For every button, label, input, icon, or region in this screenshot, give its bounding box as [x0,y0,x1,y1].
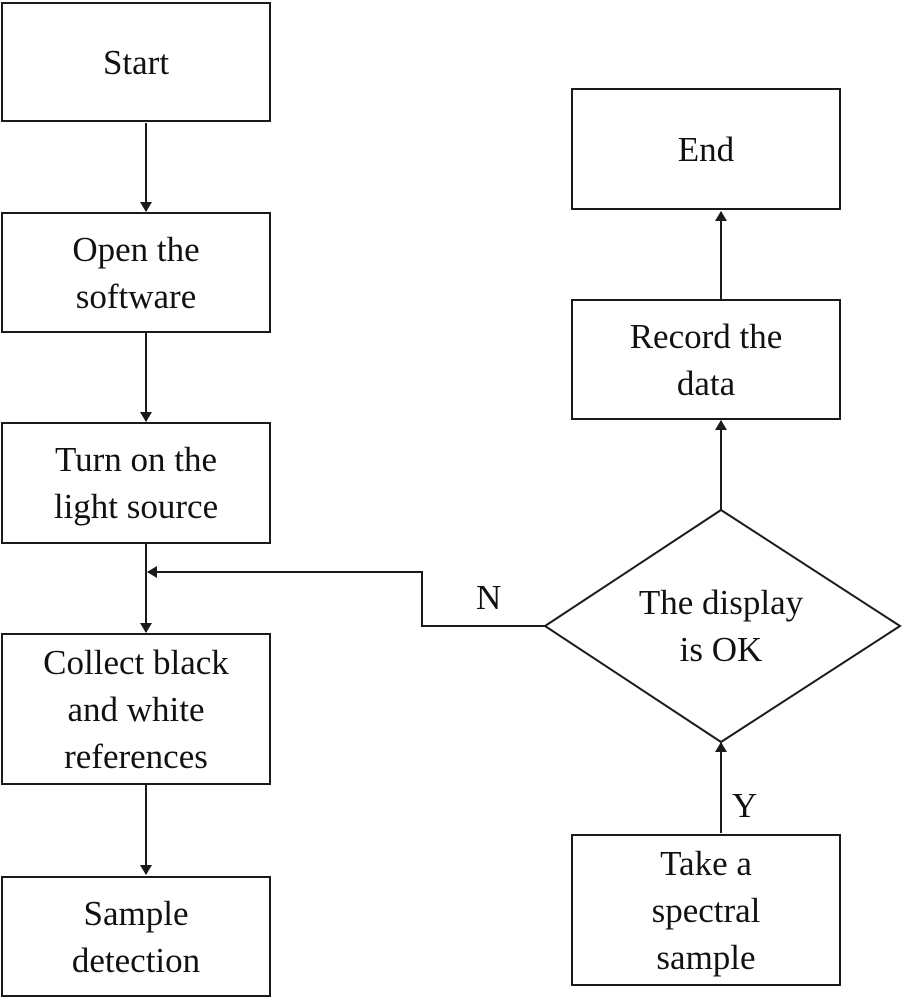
record-data-label: Record the data [629,316,783,403]
light-source-box: Turn on the light source [1,422,271,544]
take-sample-box: Take a spectral sample [571,834,841,986]
start-box: Start [1,2,271,122]
record-data-box: Record the data [571,299,841,420]
decision-diamond [543,508,902,744]
no-branch-label: N [476,578,502,617]
start-label: Start [102,42,170,82]
take-sample-label: Take a spectral sample [651,843,761,977]
end-box: End [571,88,841,210]
arrow-no-branch [147,566,545,627]
open-software-label: Open the software [72,229,200,316]
references-label: Collect black and white references [43,642,229,776]
decision-text-wrap: The display is OK [600,576,842,676]
sample-detection-box: Sample detection [1,876,271,997]
references-box: Collect black and white references [1,633,271,785]
yes-branch-label: Y [732,786,758,825]
sample-detection-label: Sample detection [71,893,201,980]
decision-label: The display is OK [638,583,804,669]
end-label: End [677,129,735,169]
open-software-box: Open the software [1,212,271,333]
light-source-label: Turn on the light source [53,440,219,526]
